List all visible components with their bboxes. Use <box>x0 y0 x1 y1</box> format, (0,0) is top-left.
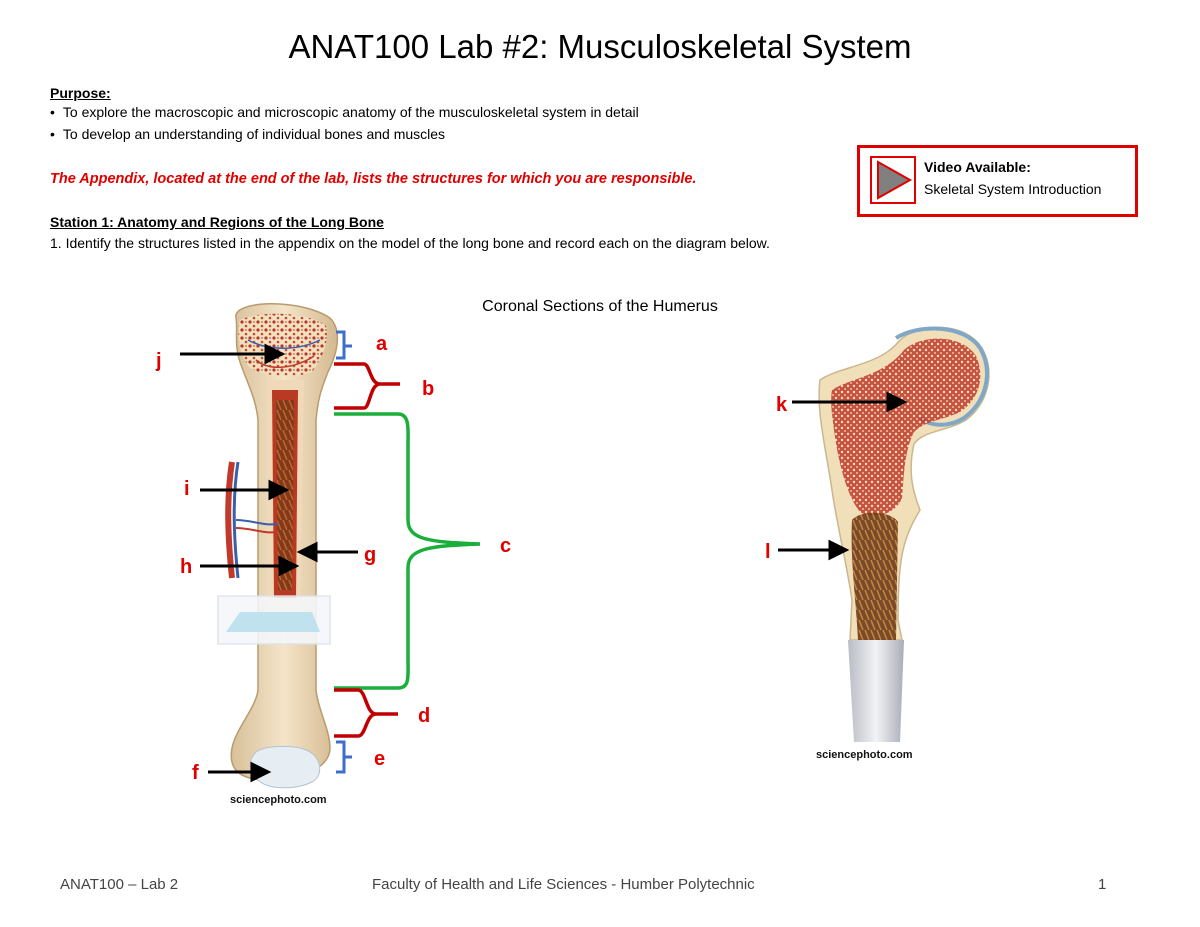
image-credit-left: sciencephoto.com <box>230 794 327 806</box>
arrow-k <box>792 391 908 413</box>
label-i: i <box>184 478 190 500</box>
arrow-j <box>180 343 286 365</box>
purpose-heading: Purpose: <box>50 85 111 101</box>
arrow-i <box>200 479 290 501</box>
label-h: h <box>180 556 193 578</box>
label-e: e <box>374 748 386 770</box>
footer-institution: Faculty of Health and Life Sciences - Hu… <box>372 876 755 893</box>
page-title: ANAT100 Lab #2: Musculoskeletal System <box>288 28 912 65</box>
label-g: g <box>364 544 377 566</box>
play-button[interactable] <box>870 156 916 204</box>
purpose-bullet: To explore the macroscopic and microscop… <box>50 104 639 120</box>
image-credit-right: sciencephoto.com <box>816 749 913 761</box>
label-b: b <box>422 378 435 400</box>
bracket-d <box>334 688 398 738</box>
label-k: k <box>776 394 788 416</box>
video-title: Skeletal System Introduction <box>924 181 1102 197</box>
arrow-h <box>200 555 300 577</box>
label-l: l <box>765 541 771 563</box>
footer-course: ANAT100 – Lab 2 <box>60 876 179 893</box>
long-bone-illustration <box>217 303 339 789</box>
station-instruction: 1. Identify the structures listed in the… <box>50 235 770 251</box>
arrow-g <box>296 541 358 563</box>
label-a: a <box>376 333 388 355</box>
page-number: 1 <box>1098 876 1107 893</box>
bracket-c <box>334 412 481 690</box>
bracket-b <box>334 362 400 410</box>
play-icon <box>877 160 913 200</box>
bracket-e <box>336 740 352 774</box>
video-link[interactable]: Video Available: Skeletal System Introdu… <box>857 145 1138 217</box>
bracket-a <box>336 330 352 360</box>
figure-title: Coronal Sections of the Humerus <box>482 298 718 315</box>
label-c: c <box>500 535 512 557</box>
appendix-note: The Appendix, located at the end of the … <box>50 171 697 187</box>
video-label: Video Available: <box>924 159 1031 175</box>
arrow-l <box>778 539 850 561</box>
station-heading: Station 1: Anatomy and Regions of the Lo… <box>50 214 384 230</box>
label-f: f <box>192 762 199 784</box>
arrow-f <box>208 761 272 783</box>
label-d: d <box>418 705 431 727</box>
label-j: j <box>156 350 162 372</box>
purpose-bullet: To develop an understanding of individua… <box>50 126 445 142</box>
humerus-section-illustration <box>818 326 990 742</box>
